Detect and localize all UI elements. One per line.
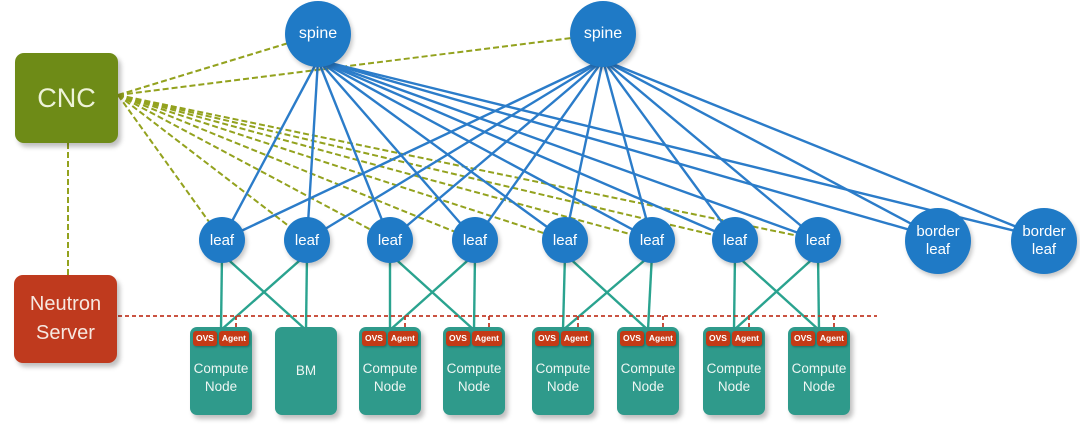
agent-badge: Agent (218, 331, 249, 346)
spine-node-2: spine (570, 1, 636, 67)
badges-row: OVS Agent (443, 331, 505, 346)
ovs-badge: OVS (362, 331, 386, 346)
compute-node-3: OVS Agent Compute Node (443, 327, 505, 415)
agent-badge: Agent (471, 331, 502, 346)
spine-link (221, 58, 604, 242)
leaf-node-2: leaf (284, 217, 330, 263)
badges-row: OVS Agent (359, 331, 421, 346)
server-label: BM (295, 362, 317, 378)
badges-row: OVS Agent (532, 331, 594, 346)
spine-link (317, 58, 819, 242)
spine-link (317, 58, 1045, 240)
ovs-badge: OVS (535, 331, 559, 346)
agent-badge: Agent (645, 331, 676, 346)
leaf-link (646, 253, 654, 331)
badges-row: OVS Agent (703, 331, 765, 346)
server-label: Compute Node (791, 360, 847, 394)
ovs-badge: OVS (791, 331, 815, 346)
badges-row: OVS Agent (190, 331, 252, 346)
compute-node-4: OVS Agent Compute Node (532, 327, 594, 415)
spine-link (474, 59, 604, 241)
spine-link (602, 58, 1045, 240)
cnc-link (117, 94, 566, 241)
compute-node-6: OVS Agent Compute Node (703, 327, 765, 415)
leaf-node-3: leaf (367, 217, 413, 263)
spine-link (389, 59, 604, 241)
neutron-server-box: Neutron Server (14, 275, 117, 363)
leaf-link (561, 253, 567, 331)
cnc-link (117, 33, 319, 96)
spine-node-1: spine (285, 1, 351, 67)
compute-node-7: OVS Agent Compute Node (788, 327, 850, 415)
ovs-badge: OVS (193, 331, 217, 346)
agent-badge: Agent (560, 331, 591, 346)
cnc-box: CNC (15, 53, 118, 143)
cnc-link (117, 94, 391, 241)
agent-badge: Agent (731, 331, 762, 346)
spine-link (220, 59, 320, 241)
spine-link (317, 59, 476, 241)
border-leaf-node-2: border leaf (1011, 208, 1077, 274)
spine-link (602, 59, 819, 241)
leaf-link (732, 253, 737, 331)
leaf-link (472, 253, 477, 331)
cnc-link (117, 94, 819, 241)
leaf-node-5: leaf (542, 217, 588, 263)
agent-badge: Agent (387, 331, 418, 346)
spine-link (317, 58, 736, 242)
spine-link (602, 59, 736, 241)
leaf-node-7: leaf (712, 217, 758, 263)
leaf-node-8: leaf (795, 217, 841, 263)
server-label: Compute Node (362, 360, 418, 394)
spine-link (317, 59, 566, 241)
server-label: Compute Node (535, 360, 591, 394)
ovs-badge: OVS (620, 331, 644, 346)
cnc-link (117, 33, 604, 96)
compute-node-1: OVS Agent Compute Node (190, 327, 252, 415)
server-label: Compute Node (446, 360, 502, 394)
ovs-badge: OVS (446, 331, 470, 346)
spine-link (305, 59, 320, 241)
server-label: Compute Node (620, 360, 676, 394)
spine-link (563, 59, 605, 241)
compute-node-5: OVS Agent Compute Node (617, 327, 679, 415)
leaf-link (733, 253, 819, 331)
cnc-link (117, 94, 223, 241)
bm-node: BM (275, 327, 337, 415)
leaf-node-1: leaf (199, 217, 245, 263)
badges-row: OVS Agent (617, 331, 679, 346)
cnc-link (117, 94, 476, 241)
leaf-link (304, 253, 309, 331)
spine-link (317, 58, 653, 242)
leaf-link (219, 253, 224, 331)
spine-link (306, 58, 604, 242)
compute-node-2: OVS Agent Compute Node (359, 327, 421, 415)
agent-badge: Agent (816, 331, 847, 346)
leaf-link (816, 253, 821, 331)
badges-row: OVS Agent (788, 331, 850, 346)
spine-link (316, 59, 392, 241)
spine-link (601, 59, 654, 241)
leaf-node-6: leaf (629, 217, 675, 263)
ovs-badge: OVS (706, 331, 730, 346)
border-leaf-node-1: border leaf (905, 208, 971, 274)
server-label: Compute Node (193, 360, 249, 394)
leaf-node-4: leaf (452, 217, 498, 263)
server-label: Compute Node (706, 360, 762, 394)
cnc-link (117, 94, 653, 241)
spine-link (602, 58, 939, 240)
